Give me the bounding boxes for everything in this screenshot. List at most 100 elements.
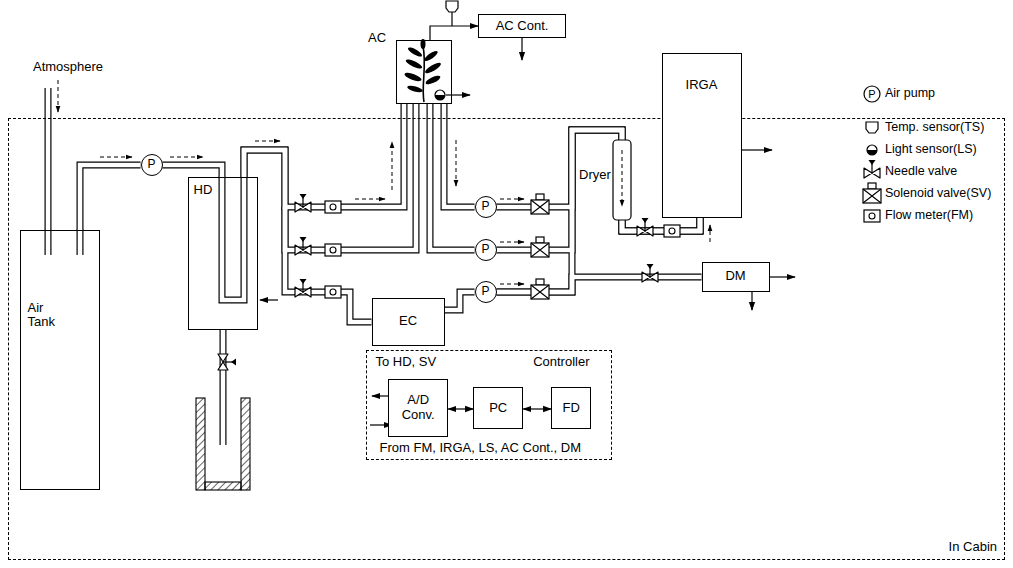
- flow-meter: [664, 225, 680, 237]
- pipe-bore: [445, 292, 475, 310]
- legend-row: Flow meter(FM): [884, 208, 974, 222]
- pipe: [222, 176, 244, 300]
- pipe: [285, 104, 416, 250]
- legend-row: Light sensor(LS): [884, 142, 978, 156]
- legend-temp-sensor-symbol: [866, 122, 878, 133]
- node-label: A/D Conv.: [394, 393, 442, 423]
- meter-box: DM: [702, 262, 770, 292]
- flow-arrow: [170, 157, 203, 158]
- legend-pump-symbol: [864, 86, 880, 102]
- pipe: [220, 329, 227, 445]
- pipe-bore: [244, 104, 404, 207]
- humidifier-box: HD: [188, 177, 258, 330]
- signal-line: [523, 408, 551, 409]
- node-label: AC: [367, 31, 387, 46]
- signal-line: [430, 26, 478, 40]
- needle-valve: [637, 218, 653, 236]
- pump-circle: P: [141, 154, 163, 176]
- legend-text: Needle valve: [884, 164, 958, 178]
- exhaust-arrow: [742, 149, 772, 150]
- node-label: HD: [193, 183, 214, 198]
- pipe-bore: [444, 104, 475, 207]
- legend-text: Solenoid valve(SV): [884, 186, 992, 200]
- flow-arrow: [58, 80, 59, 112]
- inlet-label: Atmosphere: [32, 60, 104, 75]
- legend-text: Temp. sensor(TS): [884, 120, 985, 134]
- chamber-box: AC: [396, 40, 452, 104]
- flow-meter: [325, 201, 341, 213]
- pipe-bore: [221, 329, 226, 445]
- flow-arrow: [392, 142, 393, 190]
- pipe: [244, 104, 404, 207]
- sensor-wire: [451, 12, 452, 26]
- pipe-bore: [244, 150, 372, 322]
- dryer-column: [613, 140, 631, 220]
- signal-line: [448, 408, 473, 409]
- pipe: [430, 104, 475, 250]
- pipe-bore: [285, 104, 416, 250]
- legend-row: Needle valve: [884, 164, 958, 178]
- needle-valve: [295, 279, 311, 297]
- solenoid-valve: [531, 279, 549, 299]
- pump-circle: P: [475, 196, 497, 218]
- needle-valve: [295, 237, 311, 255]
- flow-arrow: [500, 242, 524, 243]
- pipe: [497, 277, 702, 292]
- legend-flow-meter-symbol: [864, 210, 880, 222]
- flow-arrow: [622, 150, 623, 206]
- computer-box: PC: [473, 387, 523, 429]
- pump-circle: P: [475, 239, 497, 261]
- pipe-bore: [78, 229, 83, 255]
- legend-row: Temp. sensor(TS): [884, 120, 985, 134]
- node-label: P: [480, 200, 490, 214]
- water-reservoir: [196, 398, 250, 490]
- node-label: P: [480, 243, 490, 257]
- node-label: IRGA: [685, 78, 719, 93]
- exhaust-arrow: [770, 276, 795, 277]
- node-label: P: [480, 285, 490, 299]
- flow-arrow: [456, 140, 457, 186]
- flow-arrow: [500, 199, 524, 200]
- solenoid-valve: [531, 194, 549, 214]
- signal-wires: [260, 12, 795, 425]
- input-arrow: [260, 299, 278, 300]
- pipe-bore: [430, 104, 475, 250]
- dryer-label: Dryer: [578, 168, 612, 183]
- legend-row: Solenoid valve(SV): [884, 186, 992, 200]
- flow-arrows: [58, 80, 710, 284]
- disk-box: FD: [551, 387, 591, 429]
- pipe-bore: [222, 176, 244, 300]
- exhaust-arrow: [751, 292, 752, 310]
- flow-arrow: [255, 141, 280, 142]
- legend-needle-valve-symbol: [864, 160, 880, 178]
- pipe-bore: [497, 277, 702, 292]
- solenoid-valve: [531, 237, 549, 257]
- temp-sensor: [446, 1, 458, 12]
- light-sensor: [435, 90, 445, 100]
- node-label: DM: [724, 269, 746, 284]
- output-arrow: [521, 38, 522, 60]
- node-label: Air Tank: [27, 301, 69, 331]
- node-label: FD: [562, 401, 581, 416]
- pipe: [444, 104, 475, 207]
- controller-unit-box: AC Cont.: [478, 14, 566, 38]
- flow-arrow: [355, 199, 385, 200]
- pipe: [163, 165, 223, 177]
- node-label: AC Cont.: [495, 19, 550, 34]
- flow-arrow: [100, 157, 132, 158]
- node-label: To HD, SV: [375, 355, 438, 370]
- legend-light-sensor-symbol: [867, 145, 877, 155]
- needle-valve: [218, 354, 236, 370]
- legend-solenoid-valve-symbol: [863, 183, 881, 203]
- legend-text: Light sensor(LS): [884, 142, 978, 156]
- chamber-box: EC: [372, 298, 445, 346]
- needle-valve: [642, 264, 658, 282]
- node-label: From FM, IRGA, LS, AC Cont., DM: [379, 441, 583, 456]
- pipe-bore: [163, 165, 223, 177]
- analyzer-box: IRGA: [662, 53, 742, 218]
- pump-circle: P: [475, 281, 497, 303]
